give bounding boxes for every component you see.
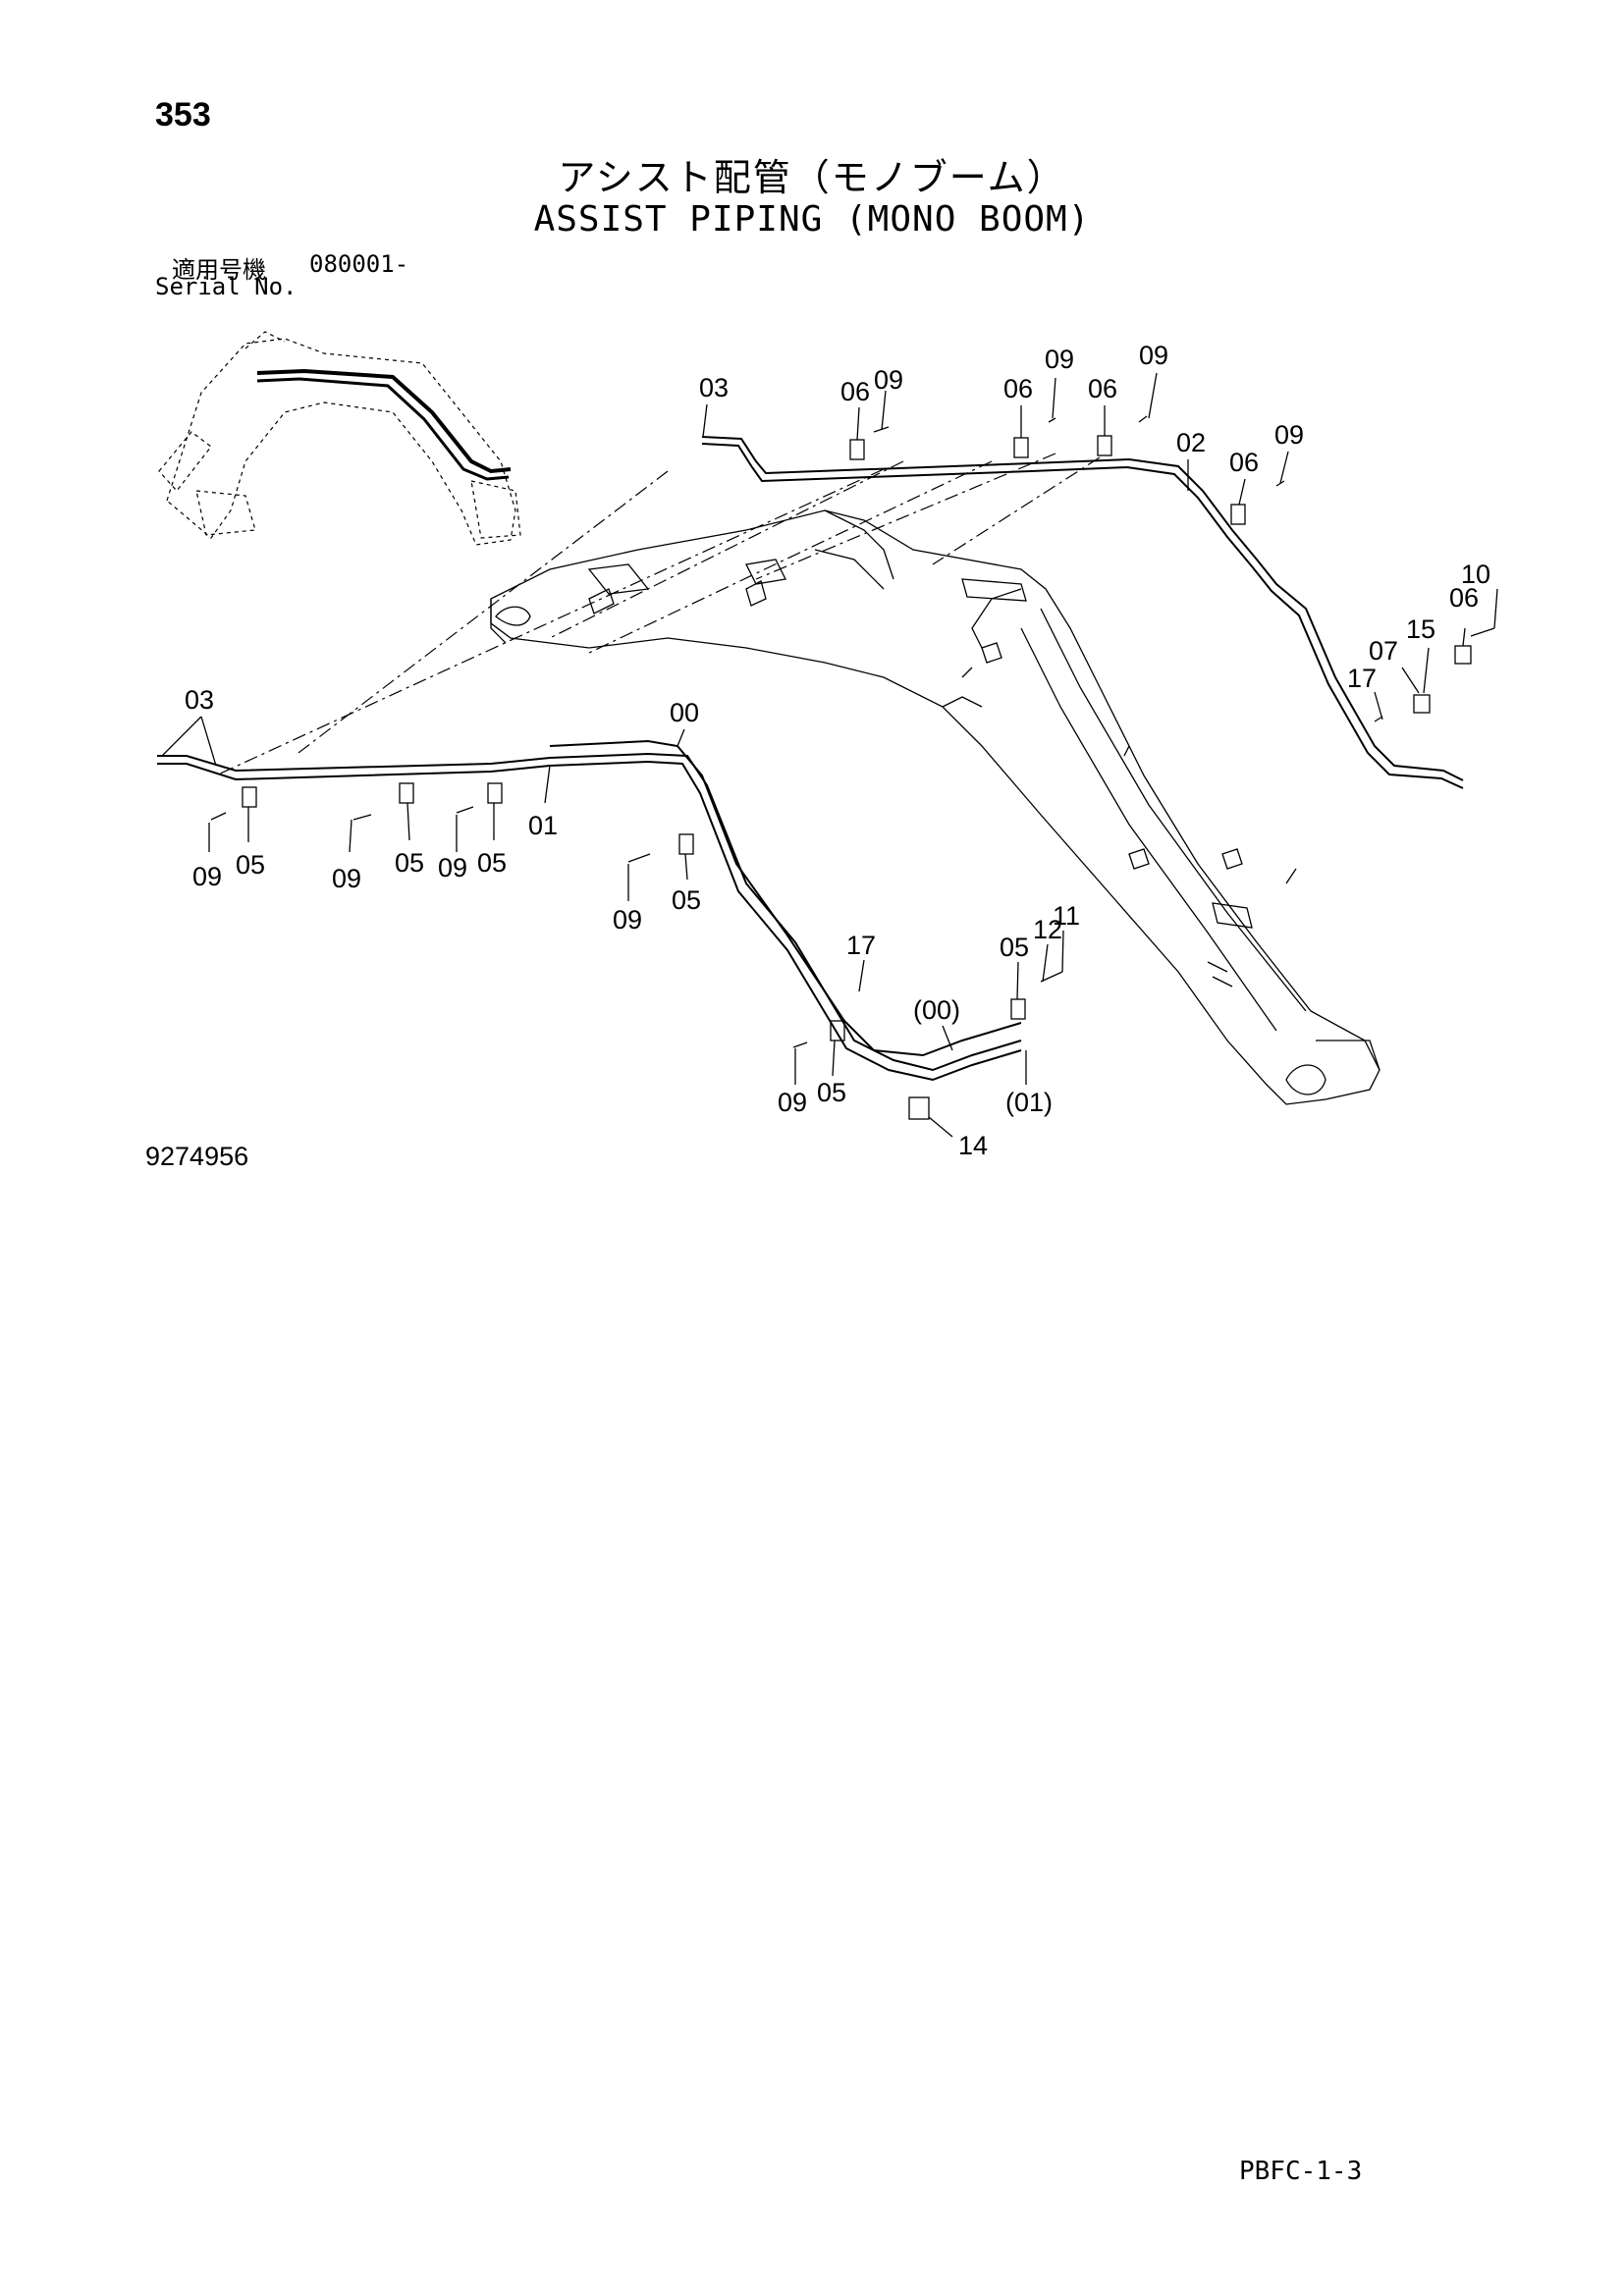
callout-00-paren: (00)	[913, 995, 960, 1025]
callout-06-d: 06	[1229, 448, 1259, 477]
callout-05-c: 05	[477, 848, 507, 878]
boom-body	[490, 509, 1380, 1105]
callout-06-c: 06	[1088, 374, 1117, 403]
callout-14: 14	[958, 1131, 988, 1160]
callout-02: 02	[1176, 428, 1206, 457]
callout-09-a: 09	[874, 365, 903, 395]
callout-05-f: 05	[817, 1078, 846, 1107]
callout-06-e: 06	[1449, 583, 1479, 613]
callout-09-e: 09	[192, 862, 222, 891]
callout-12: 12	[1033, 915, 1062, 944]
callout-15: 15	[1406, 614, 1435, 644]
leader-lines	[161, 372, 1498, 1138]
diagram-title-japanese: アシスト配管（モノブーム）	[558, 156, 1066, 199]
callout-06-b: 06	[1003, 374, 1033, 403]
pipe-assembly	[157, 436, 1464, 1082]
callout-03-top: 03	[699, 373, 729, 402]
diagram-title-english: ASSIST PIPING (MONO BOOM)	[533, 199, 1091, 240]
callout-09-i: 09	[778, 1088, 807, 1117]
page-code: PBFC-1-3	[1239, 2157, 1363, 2186]
callout-09-g: 09	[438, 853, 467, 882]
callout-01-paren: (01)	[1005, 1088, 1053, 1117]
serial-label-english: Serial No.	[155, 273, 298, 300]
figure-number: 9274956	[145, 1142, 249, 1171]
callout-05-a: 05	[236, 850, 265, 880]
callout-09-c: 09	[1139, 341, 1168, 370]
callout-07: 07	[1369, 636, 1398, 666]
callout-09-f: 09	[332, 864, 361, 893]
callout-03-left: 03	[185, 685, 214, 715]
callout-17-a: 17	[1347, 664, 1377, 693]
callout-09-h: 09	[613, 905, 642, 934]
callout-06-a: 06	[840, 377, 870, 406]
callout-09-b: 09	[1045, 345, 1074, 374]
inset-excavator-view	[158, 331, 521, 546]
callout-00: 00	[670, 698, 699, 727]
callout-17-b: 17	[846, 931, 876, 960]
callout-05-d: 05	[672, 885, 701, 915]
page-number: 353	[155, 96, 211, 133]
callout-labels: 03 06 09 06 09 06 09 02 06 09 10 06 15 0…	[185, 341, 1490, 1160]
callout-11: 11	[1053, 901, 1080, 931]
projection-lines	[215, 453, 1101, 776]
callout-05-b: 05	[395, 848, 424, 878]
callout-09-d: 09	[1274, 420, 1304, 450]
serial-range: 080001-	[309, 250, 409, 278]
callout-01: 01	[528, 811, 558, 840]
callout-10: 10	[1461, 560, 1490, 589]
callout-05-e: 05	[1000, 933, 1029, 962]
serial-label-japanese: 適用号機	[172, 256, 266, 284]
clamps-and-bolts	[210, 415, 1495, 1120]
